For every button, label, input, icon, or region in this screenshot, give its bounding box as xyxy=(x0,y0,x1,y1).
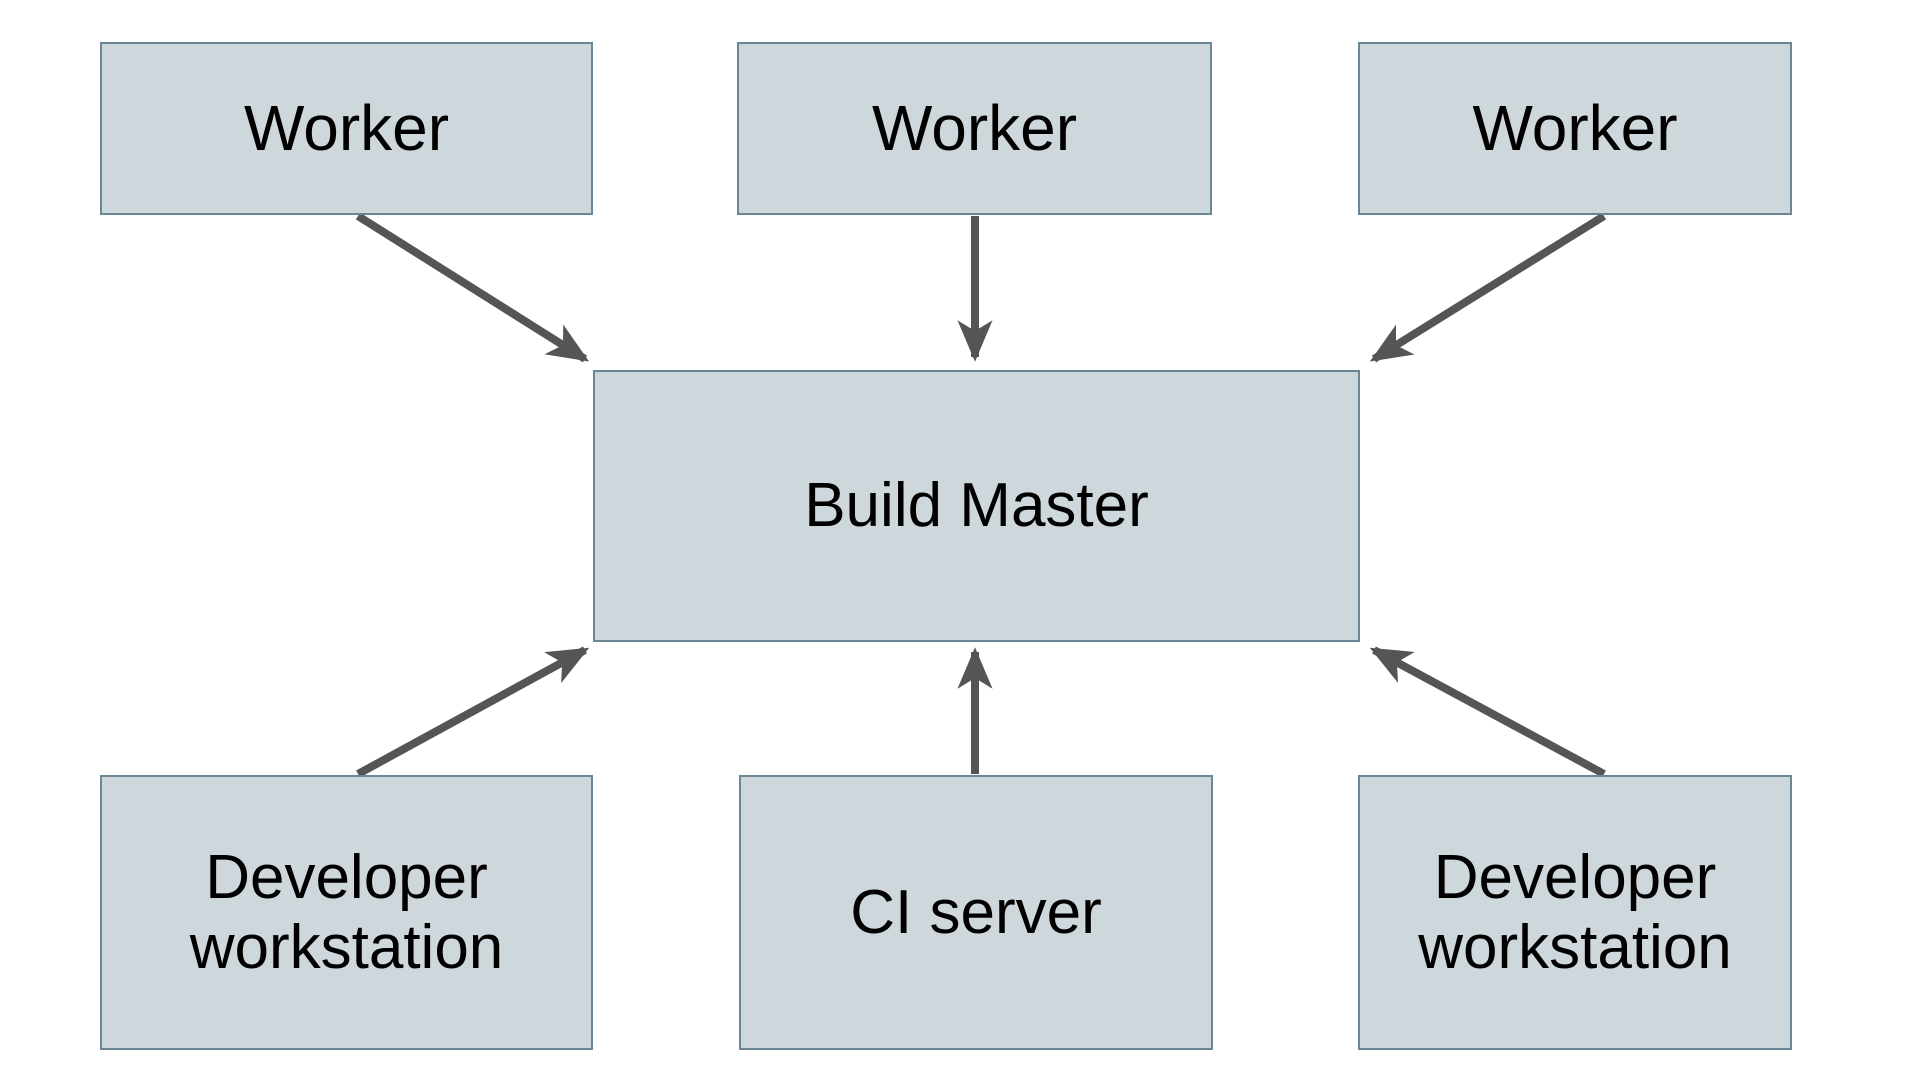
node-worker-3-label: Worker xyxy=(1472,91,1678,164)
node-ci-server-label: CI server xyxy=(850,877,1102,947)
edge-dev-left-to-build-master xyxy=(356,646,590,778)
node-developer-workstation-left[interactable]: Developer workstation xyxy=(100,775,593,1050)
node-worker-1-label: Worker xyxy=(243,91,450,164)
node-worker-2-label: Worker xyxy=(871,91,1078,164)
node-worker-3[interactable]: Worker xyxy=(1358,42,1792,215)
node-developer-workstation-right-label: Developer workstation xyxy=(1418,843,1732,982)
node-build-master-label: Build Master xyxy=(804,471,1149,541)
node-developer-workstation-left-label: Developer workstation xyxy=(189,843,504,982)
edge-dev-right-to-build-master xyxy=(1369,646,1606,778)
node-build-master[interactable]: Build Master xyxy=(593,370,1360,642)
node-worker-2[interactable]: Worker xyxy=(737,42,1212,215)
edge-worker-3-to-build-master xyxy=(1369,212,1607,363)
edge-worker-1-to-build-master xyxy=(355,212,590,363)
node-ci-server[interactable]: CI server xyxy=(739,775,1213,1050)
node-developer-workstation-right[interactable]: Developer workstation xyxy=(1358,775,1792,1050)
node-worker-1[interactable]: Worker xyxy=(100,42,593,215)
